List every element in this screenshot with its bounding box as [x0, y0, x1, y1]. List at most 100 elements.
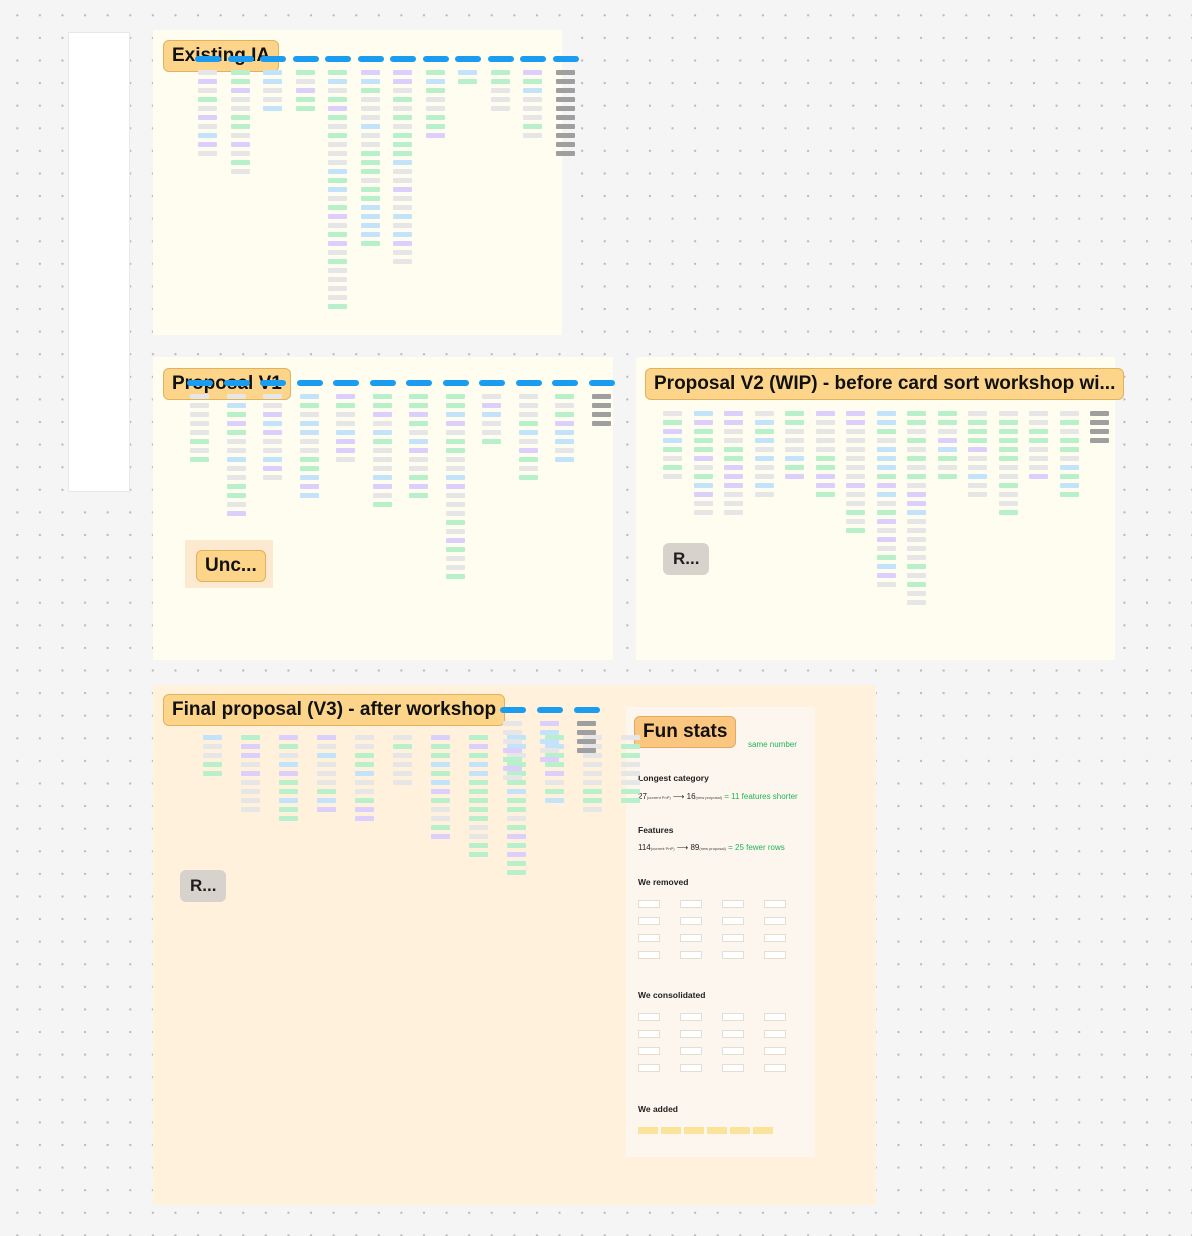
feature-card[interactable]	[360, 214, 380, 219]
feature-card[interactable]	[393, 142, 412, 147]
feature-card[interactable]	[876, 573, 896, 578]
feature-card[interactable]	[317, 798, 336, 803]
feature-card[interactable]	[621, 798, 640, 803]
feature-card[interactable]	[693, 429, 713, 434]
feature-card[interactable]	[907, 492, 926, 497]
feature-card[interactable]	[226, 421, 246, 426]
feature-card[interactable]	[409, 475, 428, 480]
feature-card[interactable]	[583, 735, 602, 740]
feature-card[interactable]	[815, 438, 835, 443]
feature-card[interactable]	[299, 403, 319, 408]
feature-card[interactable]	[507, 861, 526, 866]
feature-card[interactable]	[393, 115, 412, 120]
feature-card[interactable]	[523, 97, 542, 102]
feature-card[interactable]	[555, 124, 575, 129]
feature-card[interactable]	[482, 403, 501, 408]
feature-card[interactable]	[431, 798, 450, 803]
feature-card[interactable]	[591, 403, 611, 408]
feature-card[interactable]	[230, 115, 250, 120]
feature-card[interactable]	[469, 843, 488, 848]
feature-card[interactable]	[503, 757, 522, 762]
feature-card[interactable]	[393, 780, 412, 785]
feature-card[interactable]	[372, 484, 392, 489]
feature-card[interactable]	[299, 475, 319, 480]
feature-card[interactable]	[1059, 429, 1079, 434]
feature-card[interactable]	[393, 169, 412, 174]
feature-card[interactable]	[328, 106, 347, 111]
feature-card[interactable]	[425, 133, 445, 138]
feature-card[interactable]	[279, 798, 298, 803]
feature-card[interactable]	[409, 412, 428, 417]
feature-card[interactable]	[393, 196, 412, 201]
feature-card[interactable]	[299, 439, 319, 444]
feature-card[interactable]	[431, 807, 450, 812]
feature-card[interactable]	[393, 771, 412, 776]
feature-card[interactable]	[507, 762, 526, 767]
feature-card[interactable]	[846, 501, 865, 506]
feature-card[interactable]	[469, 798, 488, 803]
feature-card[interactable]	[355, 789, 374, 794]
feature-card[interactable]	[190, 439, 209, 444]
feature-card[interactable]	[360, 223, 380, 228]
feature-card[interactable]	[1059, 483, 1079, 488]
feature-card[interactable]	[724, 501, 743, 506]
feature-card[interactable]	[785, 438, 804, 443]
feature-card[interactable]	[360, 124, 380, 129]
feature-card[interactable]	[754, 420, 774, 425]
feature-card[interactable]	[846, 465, 865, 470]
feature-card[interactable]	[540, 730, 559, 735]
feature-card[interactable]	[815, 411, 835, 416]
feature-card[interactable]	[336, 457, 355, 462]
feature-card[interactable]	[299, 421, 319, 426]
feature-card[interactable]	[355, 753, 374, 758]
feature-card[interactable]	[937, 456, 957, 461]
feature-card[interactable]	[263, 79, 282, 84]
feature-card[interactable]	[482, 439, 501, 444]
feature-card[interactable]	[328, 205, 347, 210]
feature-card[interactable]	[263, 421, 282, 426]
feature-card[interactable]	[445, 520, 465, 525]
feature-card[interactable]	[507, 843, 526, 848]
feature-card[interactable]	[937, 438, 957, 443]
feature-card[interactable]	[693, 501, 713, 506]
feature-card[interactable]	[503, 766, 522, 771]
feature-card[interactable]	[876, 510, 896, 515]
feature-card[interactable]	[545, 780, 564, 785]
feature-card[interactable]	[876, 555, 896, 560]
feature-card[interactable]	[482, 394, 501, 399]
feature-card[interactable]	[360, 178, 380, 183]
feature-card[interactable]	[518, 412, 538, 417]
feature-card[interactable]	[295, 97, 315, 102]
feature-card[interactable]	[360, 160, 380, 165]
feature-card[interactable]	[360, 115, 380, 120]
feature-card[interactable]	[1059, 492, 1079, 497]
feature-card[interactable]	[469, 780, 488, 785]
feature-card[interactable]	[583, 798, 602, 803]
final-proposal-title[interactable]: Final proposal (V3) - after workshop	[163, 694, 506, 726]
feature-card[interactable]	[785, 474, 804, 479]
feature-card[interactable]	[360, 88, 380, 93]
feature-card[interactable]	[998, 438, 1018, 443]
feature-card[interactable]	[393, 241, 412, 246]
feature-card[interactable]	[545, 789, 564, 794]
feature-card[interactable]	[279, 744, 298, 749]
feature-card[interactable]	[876, 447, 896, 452]
feature-card[interactable]	[328, 241, 347, 246]
feature-card[interactable]	[846, 438, 865, 443]
feature-card[interactable]	[998, 447, 1018, 452]
category-header-pill[interactable]	[588, 380, 615, 386]
feature-card[interactable]	[577, 721, 596, 726]
feature-card[interactable]	[198, 106, 217, 111]
feature-card[interactable]	[490, 79, 510, 84]
feature-card[interactable]	[393, 133, 412, 138]
uncategorized-title[interactable]: Unc...	[196, 550, 266, 582]
feature-card[interactable]	[663, 438, 682, 443]
feature-card[interactable]	[355, 816, 374, 821]
feature-card[interactable]	[555, 448, 574, 453]
feature-card[interactable]	[409, 439, 428, 444]
feature-card[interactable]	[621, 771, 640, 776]
feature-card[interactable]	[190, 421, 209, 426]
feature-card[interactable]	[360, 187, 380, 192]
feature-card[interactable]	[545, 771, 564, 776]
feature-card[interactable]	[785, 411, 804, 416]
